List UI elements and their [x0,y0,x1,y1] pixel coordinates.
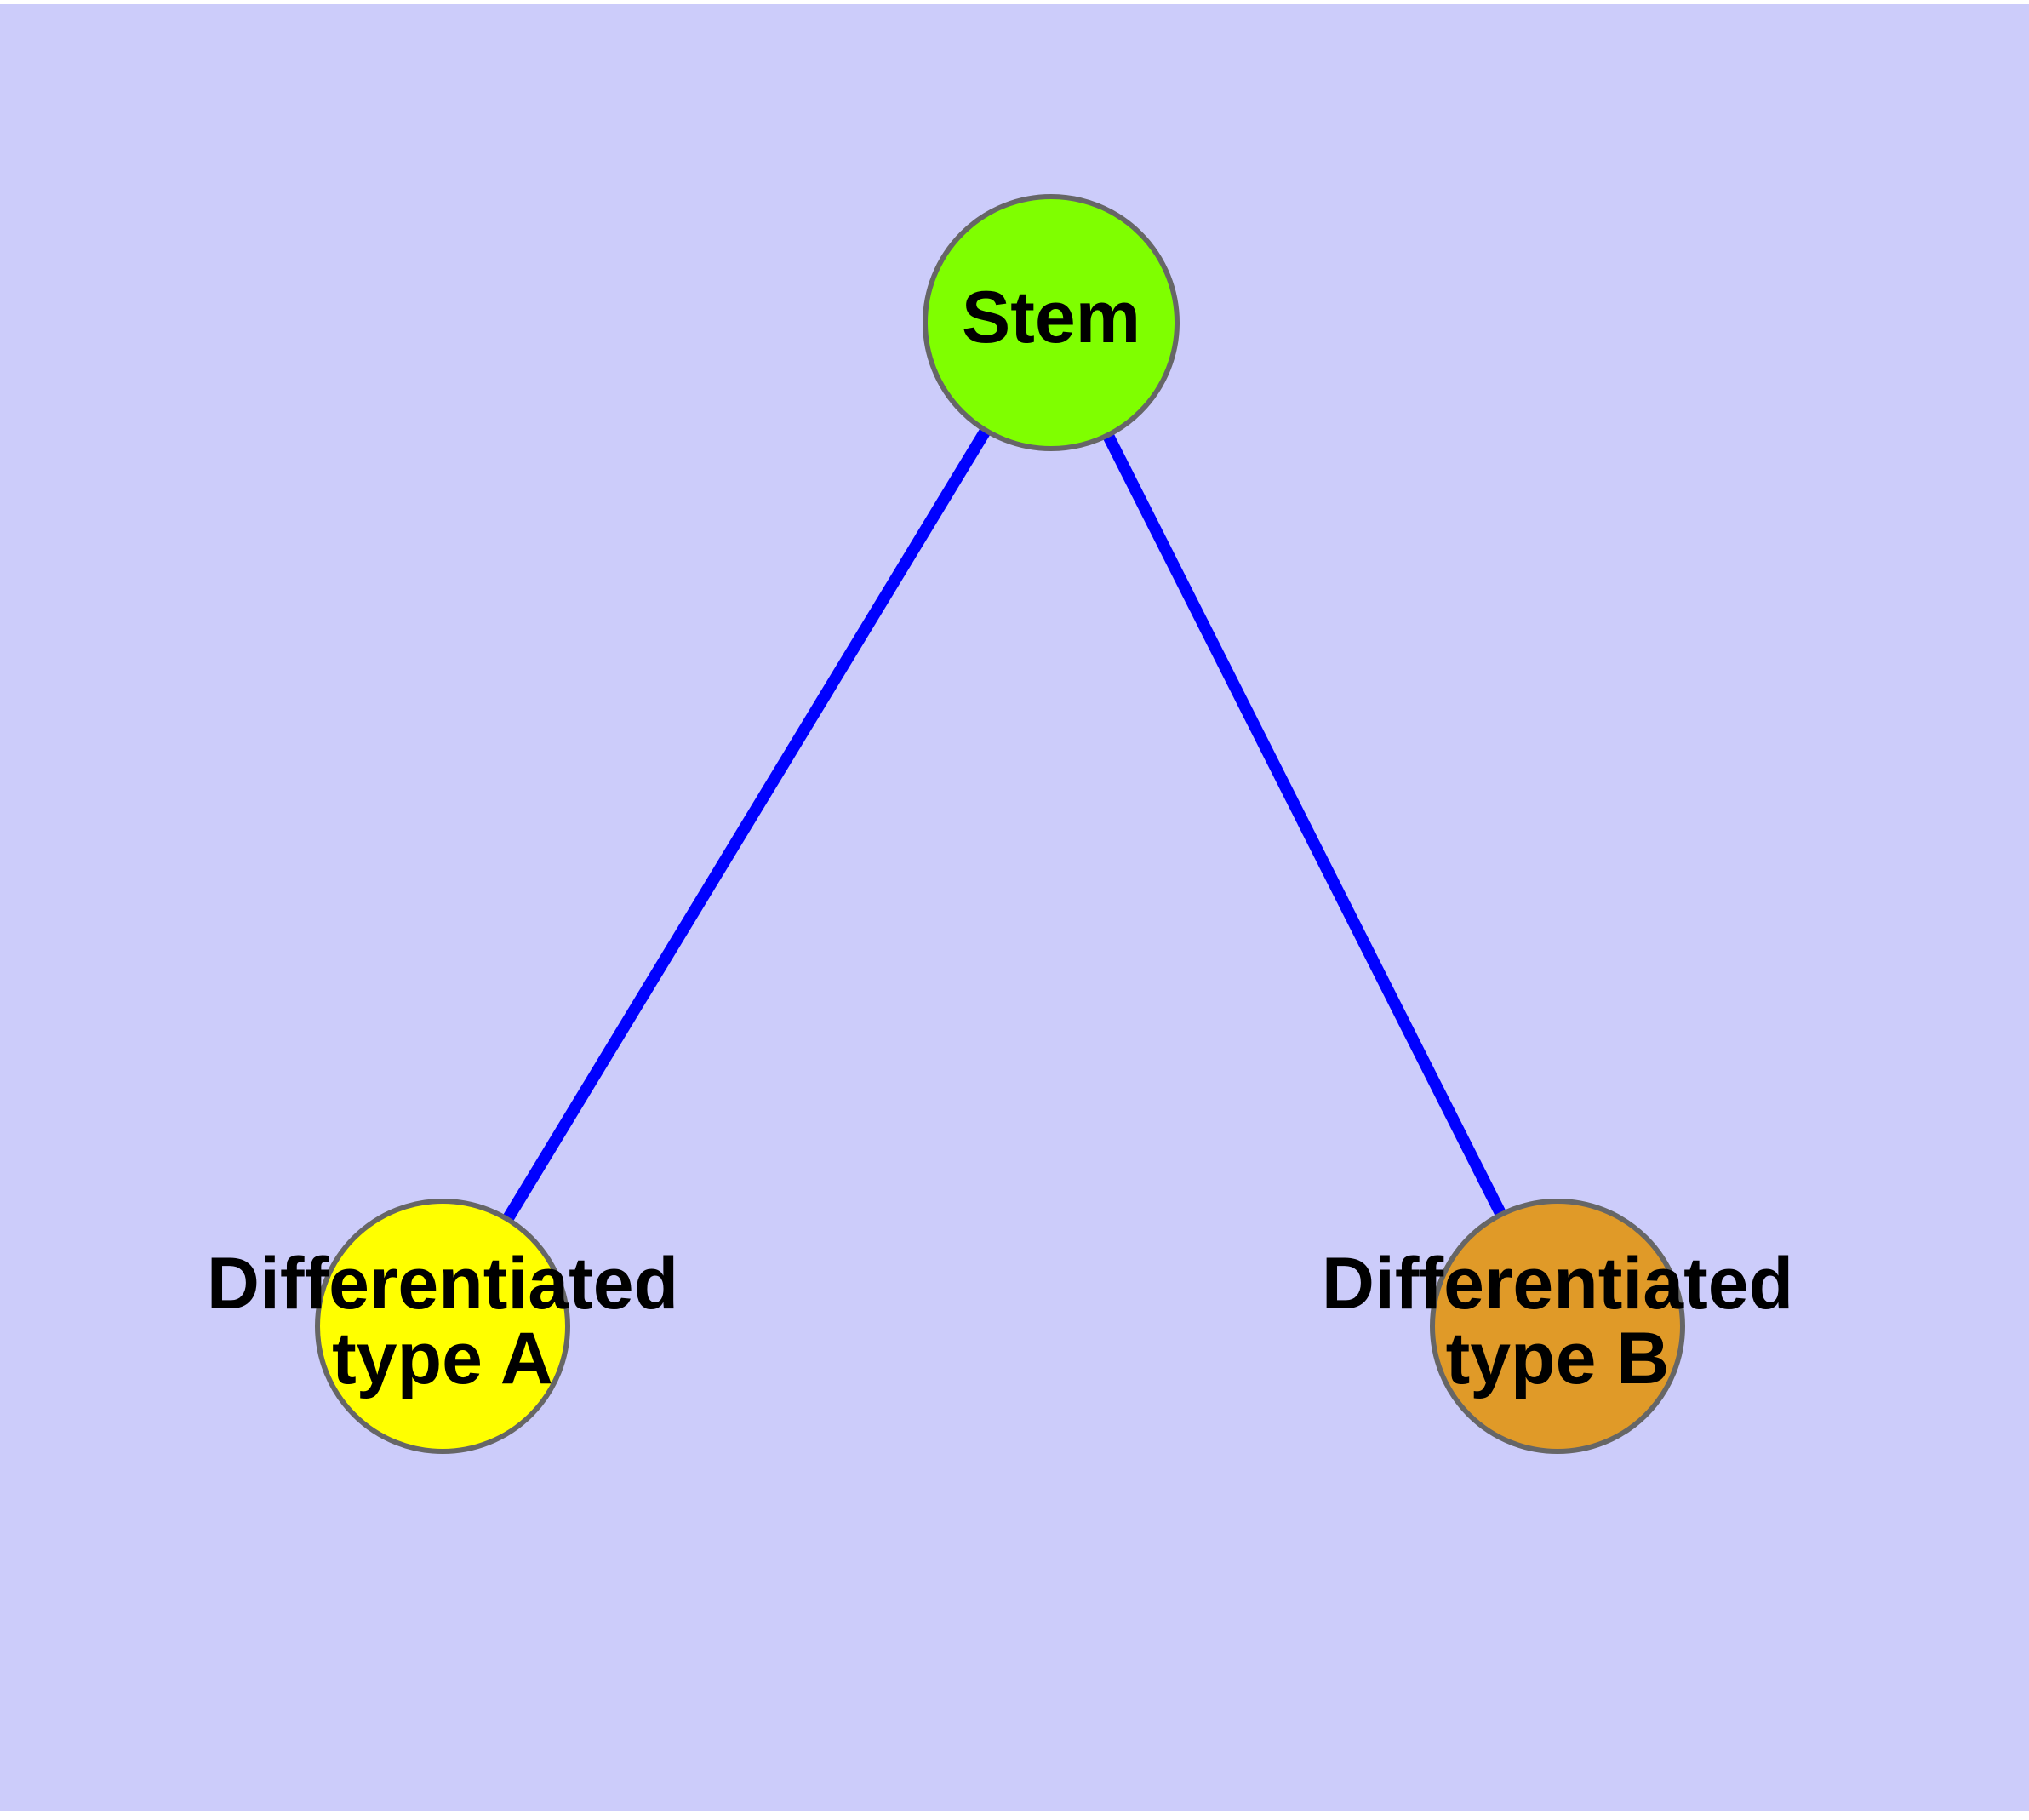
graph-edge-stem-to-diff_a [437,319,1056,1330]
edge-layer [437,319,1563,1330]
graph-edge-stem-to-diff_b [1045,319,1563,1330]
graph-node-diff_a[interactable] [315,1199,570,1454]
graph-node-diff_b[interactable] [1430,1199,1685,1454]
graph-node-stem[interactable] [923,194,1180,451]
